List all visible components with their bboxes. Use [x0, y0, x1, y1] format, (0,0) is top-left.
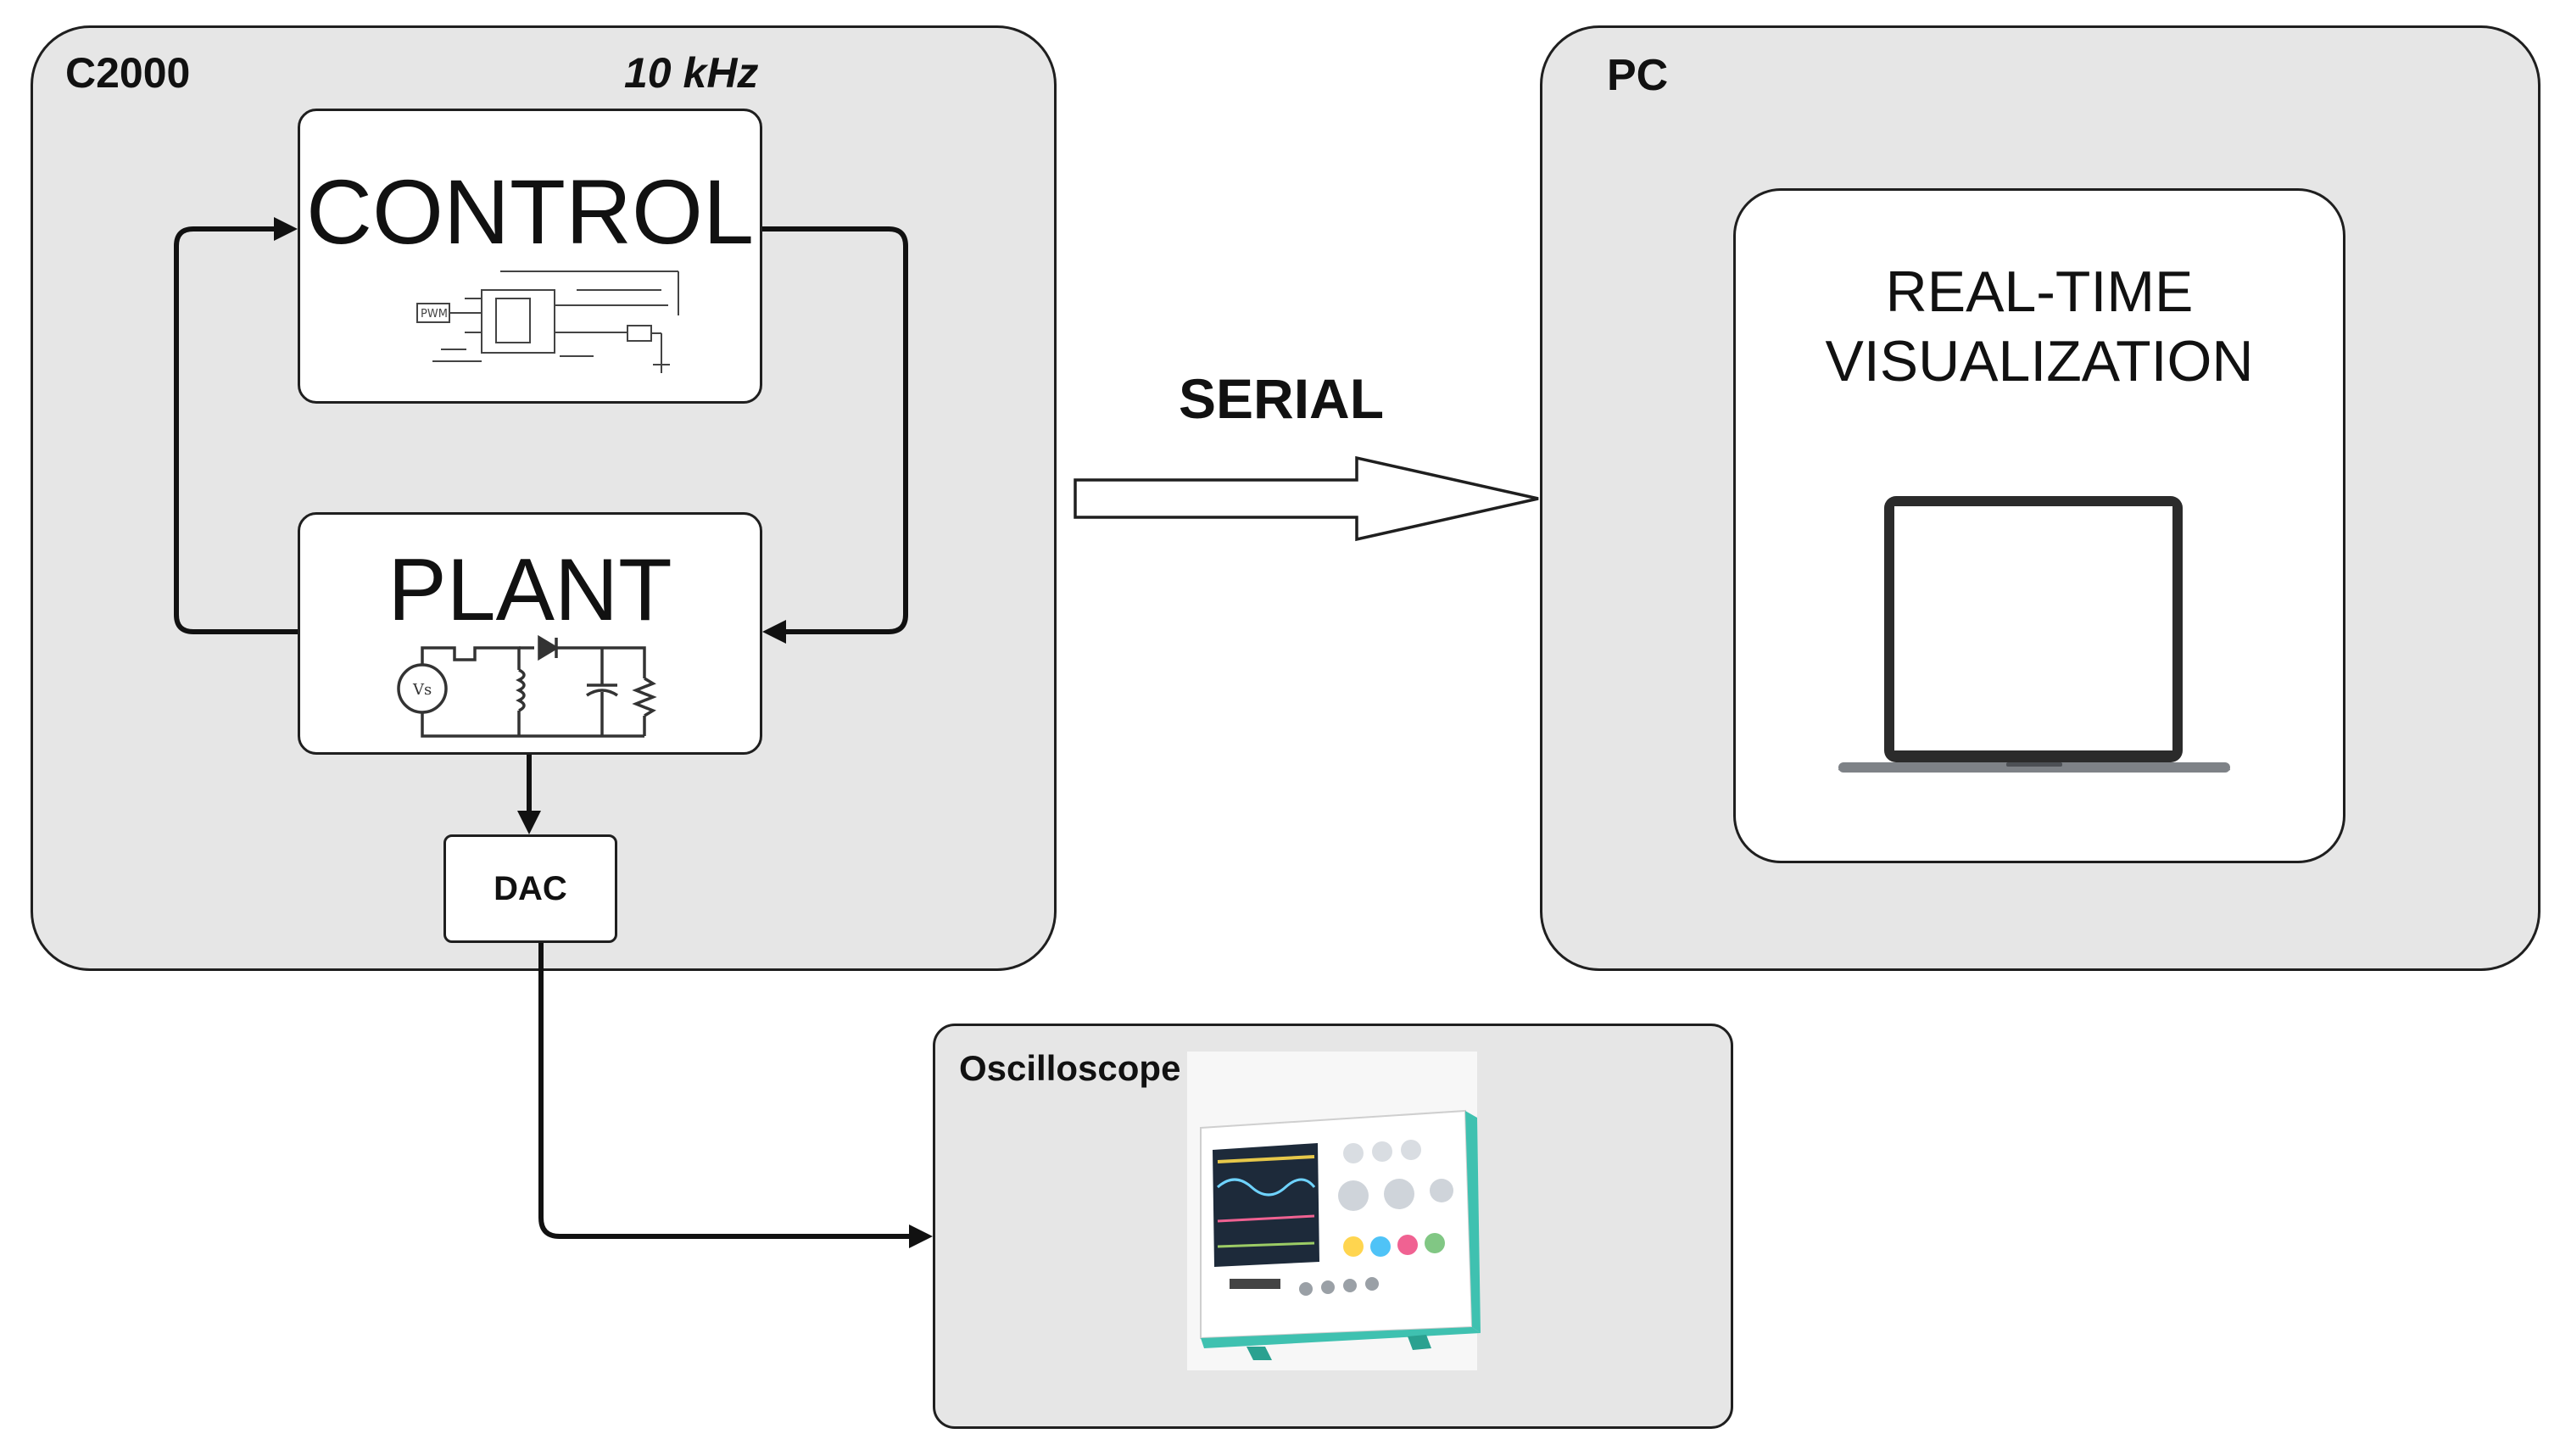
dac-label: DAC — [494, 869, 567, 907]
control-block: CONTROL — [298, 109, 762, 404]
control-schematic-pwm: PWM — [421, 308, 448, 321]
control-schematic: PWM — [416, 271, 679, 373]
visualization-line-1: REAL-TIME — [1885, 259, 2194, 324]
plant-block: PLANT — [298, 512, 762, 755]
oscilloscope-icon — [1187, 1052, 1481, 1370]
laptop-icon — [1838, 496, 2230, 773]
pc-title: PC — [1607, 51, 1669, 100]
plant-circuit-source: Vs — [412, 681, 432, 699]
dac-to-oscilloscope-arrowhead — [909, 1224, 933, 1248]
plant-label: PLANT — [388, 541, 672, 639]
plant-circuit: Vs — [397, 634, 657, 738]
feedback-arrowhead — [274, 217, 298, 241]
oscilloscope-title: Oscilloscope — [959, 1048, 1181, 1088]
plant-to-dac-arrowhead — [517, 811, 541, 834]
serial-label: SERIAL — [1179, 367, 1385, 430]
sampling-rate-label: 10 kHz — [624, 49, 759, 97]
dac-block: DAC — [443, 834, 617, 943]
serial-arrow — [1074, 455, 1539, 542]
visualization-line-2: VISUALIZATION — [1825, 329, 2254, 393]
dac-to-oscilloscope-arrow — [538, 943, 912, 1239]
control-to-plant-arrowhead — [762, 620, 786, 644]
c2000-title: C2000 — [65, 49, 191, 97]
control-label: CONTROL — [305, 160, 755, 263]
feedback-arrow — [174, 226, 298, 634]
control-to-plant-arrow — [762, 226, 908, 634]
